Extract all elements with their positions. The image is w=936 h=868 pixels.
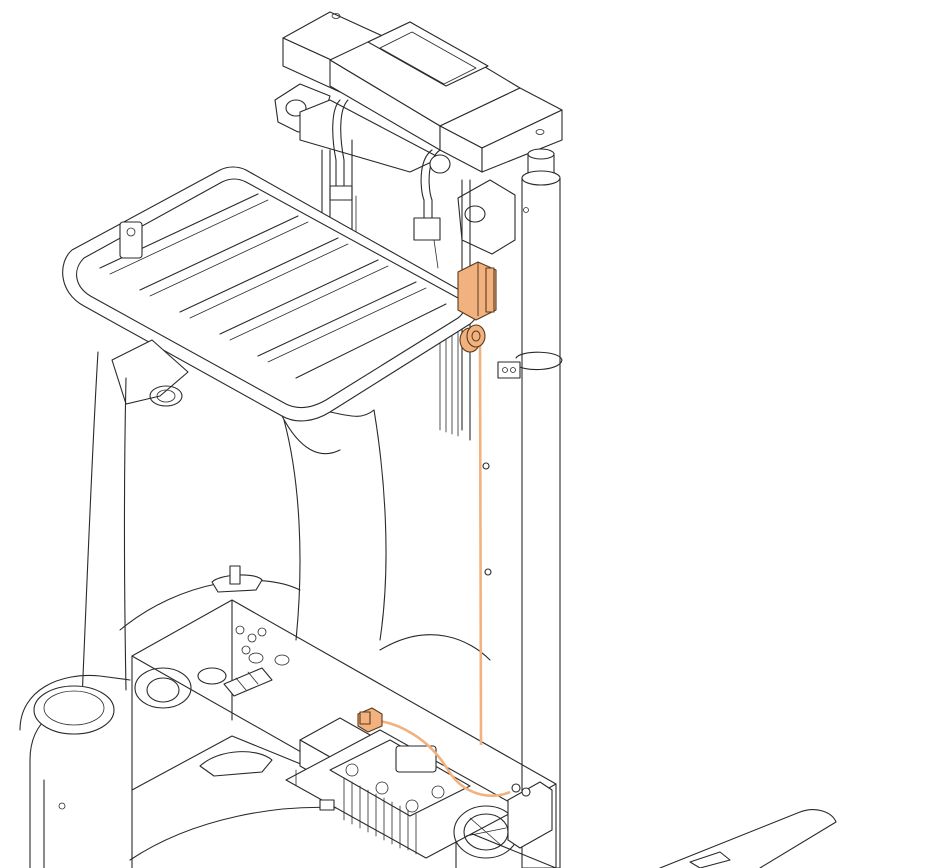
cable-reel [459,324,486,353]
mast-side-plates [274,83,516,255]
lamp-assembly [111,339,189,407]
upper-bracket [457,261,497,321]
cable-terminals [482,462,531,797]
overhead-guard [62,166,479,422]
cable [371,339,511,797]
fork [659,809,837,868]
handle-bracket [211,565,263,593]
connector [357,707,383,733]
mast-top-crossbeam [282,11,563,173]
lift-cylinder [497,148,563,868]
controller-assembly [285,717,553,859]
